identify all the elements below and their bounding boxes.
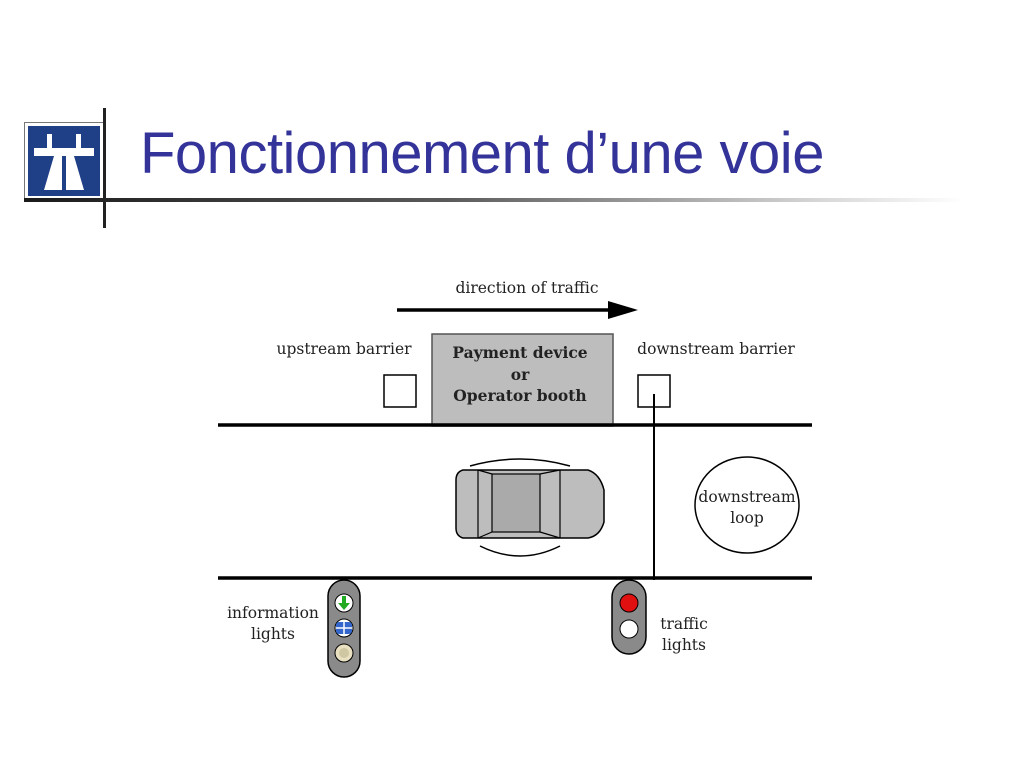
off-light bbox=[619, 619, 639, 639]
information-lights bbox=[327, 579, 361, 678]
info-lights-label-line2: lights bbox=[251, 625, 295, 643]
loop-label-line1: downstream bbox=[698, 488, 796, 506]
green-arrow-icon bbox=[338, 596, 350, 610]
slide-title: Fonctionnement d’une voie bbox=[140, 121, 824, 186]
blue-sign-icon bbox=[336, 622, 352, 634]
downstream-barrier-label: downstream barrier bbox=[637, 340, 795, 358]
upstream-barrier-label: upstream barrier bbox=[276, 340, 412, 358]
booth-label-line2: or bbox=[511, 365, 530, 384]
payment-booth bbox=[431, 333, 614, 427]
direction-label: direction of traffic bbox=[455, 279, 598, 297]
booth-label-line1: Payment device bbox=[452, 343, 587, 362]
downstream-loop bbox=[694, 456, 800, 554]
title-underline bbox=[24, 198, 964, 202]
info-lights-label-line1: information bbox=[227, 604, 319, 622]
loop-label-line2: loop bbox=[730, 509, 764, 527]
booth-label-line3: Operator booth bbox=[453, 386, 586, 405]
traffic-lights-label-line1: traffic bbox=[660, 615, 708, 633]
traffic-lights-label-line2: lights bbox=[662, 636, 706, 654]
title-separator bbox=[103, 108, 106, 228]
sensor-arc-bottom bbox=[479, 545, 561, 557]
red-light bbox=[619, 593, 639, 613]
upstream-barrier bbox=[383, 374, 417, 408]
car-icon bbox=[455, 469, 605, 539]
motorway-sign-icon bbox=[24, 122, 104, 200]
sensor-arc-top bbox=[469, 458, 571, 467]
direction-arrow bbox=[397, 301, 638, 319]
traffic-lights bbox=[611, 579, 647, 655]
